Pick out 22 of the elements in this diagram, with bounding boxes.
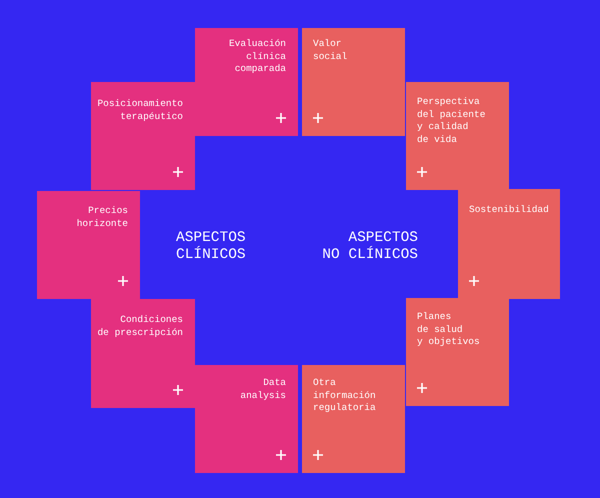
aspect-tile <box>458 189 560 299</box>
aspect-tile <box>406 82 509 190</box>
category-heading: ASPECTOS NO CLÍNICOS <box>322 230 418 264</box>
aspect-tile <box>302 365 405 473</box>
tile-label: Perspectiva del paciente y calidad de vida <box>417 96 486 146</box>
tile-label: Planes de salud y objetivos <box>417 311 480 348</box>
aspect-tile <box>37 191 140 299</box>
tile-label: Condiciones de prescripción <box>97 314 183 339</box>
tile-label: Precios horizonte <box>76 205 128 230</box>
aspect-tile <box>91 82 195 190</box>
aspect-tile <box>195 28 298 136</box>
tile-label: Posicionamiento terapéutico <box>97 98 183 123</box>
aspect-tile <box>302 28 405 136</box>
tile-label: Otra información regulatoria <box>313 377 376 414</box>
category-heading: ASPECTOS CLÍNICOS <box>176 230 246 264</box>
tile-label: Evaluación clínica comparada <box>228 38 286 76</box>
tile-label: Sostenibilidad <box>469 204 549 216</box>
aspect-tile <box>91 299 195 408</box>
tile-label: Data analysis <box>240 377 286 402</box>
aspect-tile <box>195 365 298 473</box>
aspect-tile <box>406 298 509 406</box>
tile-label: Valor social <box>313 38 348 63</box>
